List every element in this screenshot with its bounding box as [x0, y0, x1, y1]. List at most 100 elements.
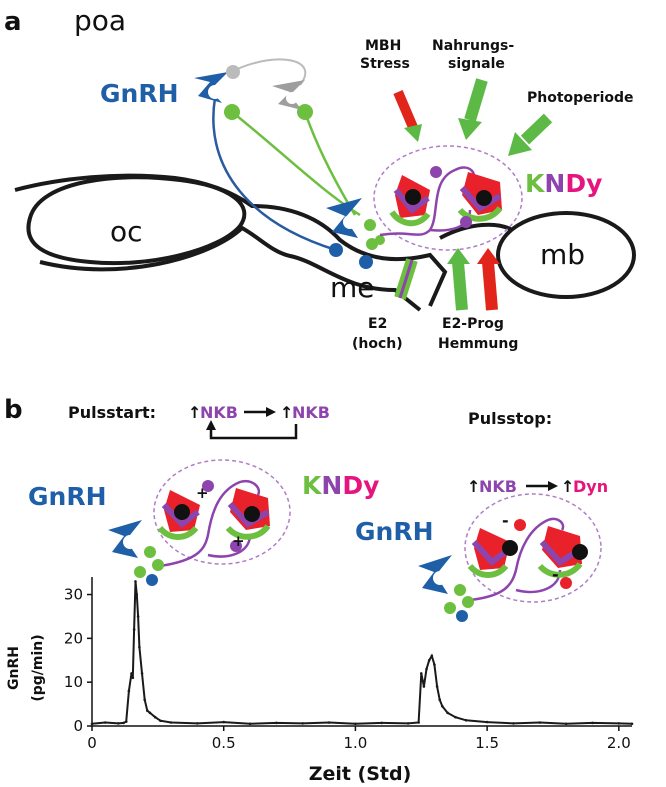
kndy-b-k: K	[302, 471, 323, 500]
kndy-b-n: N	[321, 471, 342, 500]
e2-hoch-arrow-core	[398, 259, 414, 299]
data-point	[406, 722, 410, 725]
data-point	[222, 720, 226, 724]
panel-b: b Pulsstart: ↑ NKB ↑ NKB Pulsstop: ↑ NKB…	[4, 395, 634, 785]
optic-chiasm-outline	[26, 175, 247, 266]
grey-neuron-icon	[272, 80, 313, 120]
x-tick-label: 0.5	[212, 734, 236, 752]
pulsstart-nkb2: NKB	[292, 403, 330, 422]
panel-a: a poa oc mb me GnRH	[4, 4, 636, 352]
data-point	[132, 628, 136, 631]
kndy-label-b: KNDy	[302, 471, 379, 500]
data-point	[146, 709, 149, 712]
data-point	[148, 711, 152, 715]
gnrh-neuron-me-icon	[326, 198, 385, 269]
photoperiode-arrow	[520, 113, 553, 145]
data-point	[248, 722, 252, 726]
nahrung-arrow	[464, 78, 488, 122]
x-tick-label: 1.5	[475, 734, 499, 752]
e2-label: E2	[368, 316, 387, 332]
kndy-dy: Dy	[565, 169, 602, 198]
data-point	[140, 672, 144, 675]
region-poa-label: poa	[74, 4, 126, 37]
gnrh-label-b-left: GnRH	[28, 482, 107, 511]
nahrung-arrowhead	[458, 118, 482, 140]
x-tick-label: 1.0	[343, 734, 367, 752]
gnrh-series-line	[91, 581, 633, 725]
data-point	[425, 667, 428, 671]
kndy-fiber-2	[303, 111, 357, 216]
kndy-k: K	[525, 169, 546, 198]
region-oc-label: oc	[110, 215, 143, 248]
pulsstart-feedback-head	[206, 420, 216, 430]
pulsstart-up1: ↑	[188, 403, 201, 422]
e2prog-green-arrow	[452, 261, 468, 311]
e2prog-red-arrowhead	[477, 248, 500, 264]
e2prog-red-arrow	[482, 261, 498, 311]
gnrh-neuron-start-icon	[108, 520, 164, 586]
y-axis-title-line1: GnRH	[6, 646, 22, 690]
pulsstart-arrow-head	[266, 407, 276, 417]
grey-neuron-link	[234, 58, 307, 86]
data-point	[380, 721, 384, 725]
data-point	[134, 580, 137, 583]
e2prog-label: E2-Prog	[442, 316, 504, 332]
kndy-b-dy: Dy	[342, 471, 379, 500]
kndy-cluster-stop: - -	[464, 493, 602, 603]
brain-outline-lower	[39, 225, 422, 312]
panel-a-letter: a	[4, 7, 22, 37]
data-point	[127, 689, 131, 693]
data-point	[130, 672, 133, 675]
data-point	[354, 722, 357, 726]
data-point	[90, 722, 94, 726]
data-point	[117, 722, 120, 725]
data-point	[454, 715, 457, 719]
pulsstart-nkb1: NKB	[200, 403, 238, 422]
data-point	[427, 658, 431, 662]
data-point	[159, 719, 162, 723]
region-me-label: me	[330, 271, 375, 304]
gnrh-neuron-top-icon	[194, 65, 240, 120]
pulsstop-arrow-head	[548, 481, 558, 491]
data-point	[630, 722, 634, 726]
y-tick-label: 10	[64, 673, 83, 691]
pulsstop-label: Pulsstop:	[468, 409, 552, 428]
data-point	[417, 721, 420, 724]
kndy-label-a: KNDy	[525, 169, 602, 198]
x-tick-label: 2.0	[607, 734, 631, 752]
data-point	[327, 721, 331, 724]
photoperiode-label: Photoperiode	[527, 90, 634, 106]
data-point	[136, 615, 140, 618]
data-point	[617, 722, 621, 725]
gnrh-series-points	[90, 580, 634, 726]
data-point	[103, 721, 107, 724]
signale-label: signale	[448, 56, 505, 72]
data-point	[591, 721, 594, 725]
pulsstop-dyn: Dyn	[573, 477, 608, 496]
kndy-cluster-start: + +	[153, 459, 291, 568]
hoch-label: (hoch)	[352, 336, 403, 352]
mammillary-body-outline	[496, 211, 636, 299]
plus-sign-1: +	[196, 484, 209, 502]
y-tick-label: 30	[64, 586, 83, 604]
data-point	[446, 711, 449, 715]
mbh-label: MBH	[365, 38, 401, 54]
photoperiode-arrowhead	[508, 132, 532, 156]
data-point	[433, 663, 436, 666]
y-axis-title-line2: (pg/min)	[30, 634, 46, 701]
gnrh-axon	[212, 97, 337, 252]
kndy-cluster-a	[373, 145, 523, 251]
pulsstart-up2: ↑	[280, 403, 293, 422]
stress-label: Stress	[360, 56, 410, 72]
data-point	[153, 715, 157, 719]
pulsstop-nkb: NKB	[479, 477, 517, 496]
nahrungs-label: Nahrungs-	[432, 38, 514, 54]
data-point	[512, 722, 515, 725]
plus-sign-2: +	[232, 532, 245, 550]
panel-b-letter: b	[4, 395, 23, 425]
